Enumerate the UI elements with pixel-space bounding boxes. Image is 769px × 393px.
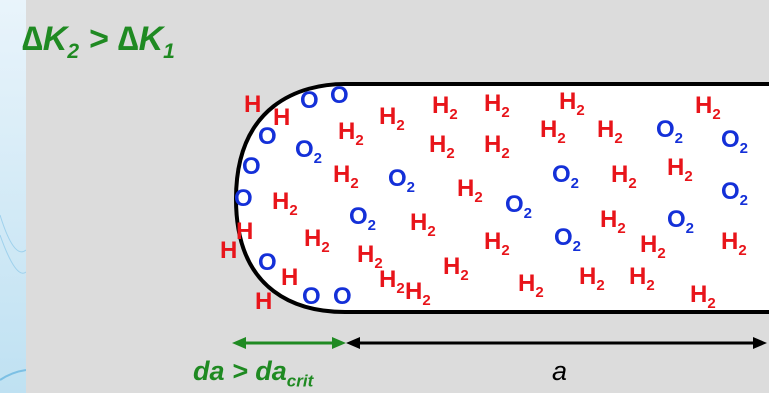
hydrogen-molecule: H2	[484, 230, 510, 258]
oxygen-atom: O	[300, 89, 319, 113]
oxygen-molecule: O2	[554, 226, 581, 254]
hydrogen-molecule: H2	[611, 163, 637, 191]
hydrogen-molecule: H2	[579, 265, 605, 293]
hydrogen-molecule: H2	[405, 280, 431, 308]
hydrogen-molecule: H2	[690, 283, 716, 311]
hydrogen-atom: H	[244, 93, 261, 117]
oxygen-atom: O	[234, 187, 253, 211]
hydrogen-molecule: H2	[333, 163, 359, 191]
hydrogen-molecule: H2	[304, 227, 330, 255]
hydrogen-molecule: H2	[695, 94, 721, 122]
oxygen-molecule: O2	[667, 208, 694, 236]
hydrogen-molecule: H2	[518, 272, 544, 300]
oxygen-atom: O	[302, 285, 321, 309]
hydrogen-molecule: H2	[379, 105, 405, 133]
oxygen-atom: O	[242, 155, 261, 179]
hydrogen-molecule: H2	[429, 133, 455, 161]
oxygen-atom: O	[258, 125, 277, 149]
hydrogen-molecule: H2	[379, 268, 405, 296]
hydrogen-atom: H	[255, 290, 272, 314]
hydrogen-molecule: H2	[540, 118, 566, 146]
diagram-title: ∆K2 > ∆K1	[22, 20, 175, 64]
hydrogen-molecule: H2	[640, 233, 666, 261]
hydrogen-molecule: H2	[667, 156, 693, 184]
hydrogen-molecule: H2	[559, 90, 585, 118]
hydrogen-molecule: H2	[410, 211, 436, 239]
oxygen-atom: O	[330, 84, 349, 108]
hydrogen-molecule: H2	[338, 120, 364, 148]
hydrogen-atom: H	[236, 220, 253, 244]
hydrogen-molecule: H2	[457, 177, 483, 205]
hydrogen-molecule: H2	[629, 265, 655, 293]
oxygen-molecule: O2	[505, 193, 532, 221]
hydrogen-atom: H	[220, 239, 237, 263]
hydrogen-molecule: H2	[721, 230, 747, 258]
hydrogen-molecule: H2	[484, 92, 510, 120]
oxygen-molecule: O2	[721, 128, 748, 156]
oxygen-atom: O	[258, 251, 277, 275]
oxygen-molecule: O2	[552, 163, 579, 191]
hydrogen-molecule: H2	[272, 190, 298, 218]
hydrogen-molecule: H2	[443, 255, 469, 283]
hydrogen-molecule: H2	[597, 118, 623, 146]
oxygen-molecule: O2	[388, 167, 415, 195]
hydrogen-molecule: H2	[432, 94, 458, 122]
oxygen-molecule: O2	[295, 138, 322, 166]
oxygen-molecule: O2	[656, 118, 683, 146]
oxygen-molecule: O2	[721, 180, 748, 208]
da-label: da > dacrit	[193, 356, 313, 391]
hydrogen-molecule: H2	[600, 208, 626, 236]
oxygen-molecule: O2	[349, 205, 376, 233]
a-label: a	[552, 356, 567, 387]
hydrogen-atom: H	[281, 266, 298, 290]
hydrogen-molecule: H2	[484, 133, 510, 161]
oxygen-atom: O	[333, 285, 352, 309]
